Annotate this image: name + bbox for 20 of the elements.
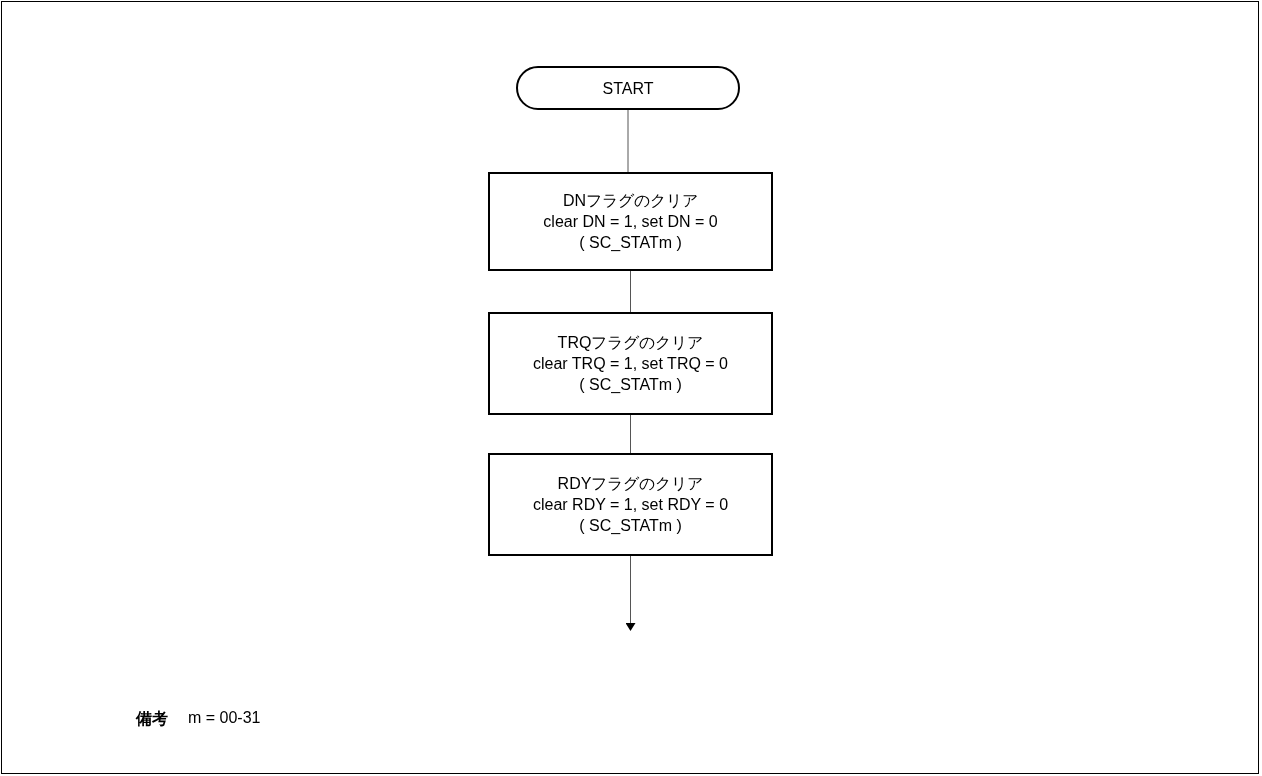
- connector-line: [630, 270, 631, 313]
- arrow: [625, 555, 636, 631]
- node-text: ( SC_STATm ): [579, 375, 682, 395]
- node-text: START: [602, 78, 654, 99]
- process-box: [488, 172, 773, 271]
- node-text: DNフラグのクリア: [562, 191, 699, 211]
- connector-line: [627, 109, 629, 173]
- process-box: [488, 453, 773, 556]
- node-text: RDYフラグのクリア: [557, 474, 704, 494]
- node-text: clear TRQ = 1, set TRQ = 0: [532, 354, 728, 374]
- note-heading: 備考: [136, 709, 168, 729]
- node-text: ( SC_STATm ): [579, 516, 682, 536]
- process-box: [488, 312, 773, 415]
- node-text: clear DN = 1, set DN = 0: [543, 212, 718, 232]
- terminal-shape: [516, 66, 740, 110]
- connector-line: [630, 414, 631, 454]
- node-text: clear RDY = 1, set RDY = 0: [532, 495, 729, 515]
- node-text: ( SC_STATm ): [579, 233, 682, 253]
- note-text: m = 00-31: [188, 709, 261, 727]
- node-text: TRQフラグのクリア: [557, 333, 704, 353]
